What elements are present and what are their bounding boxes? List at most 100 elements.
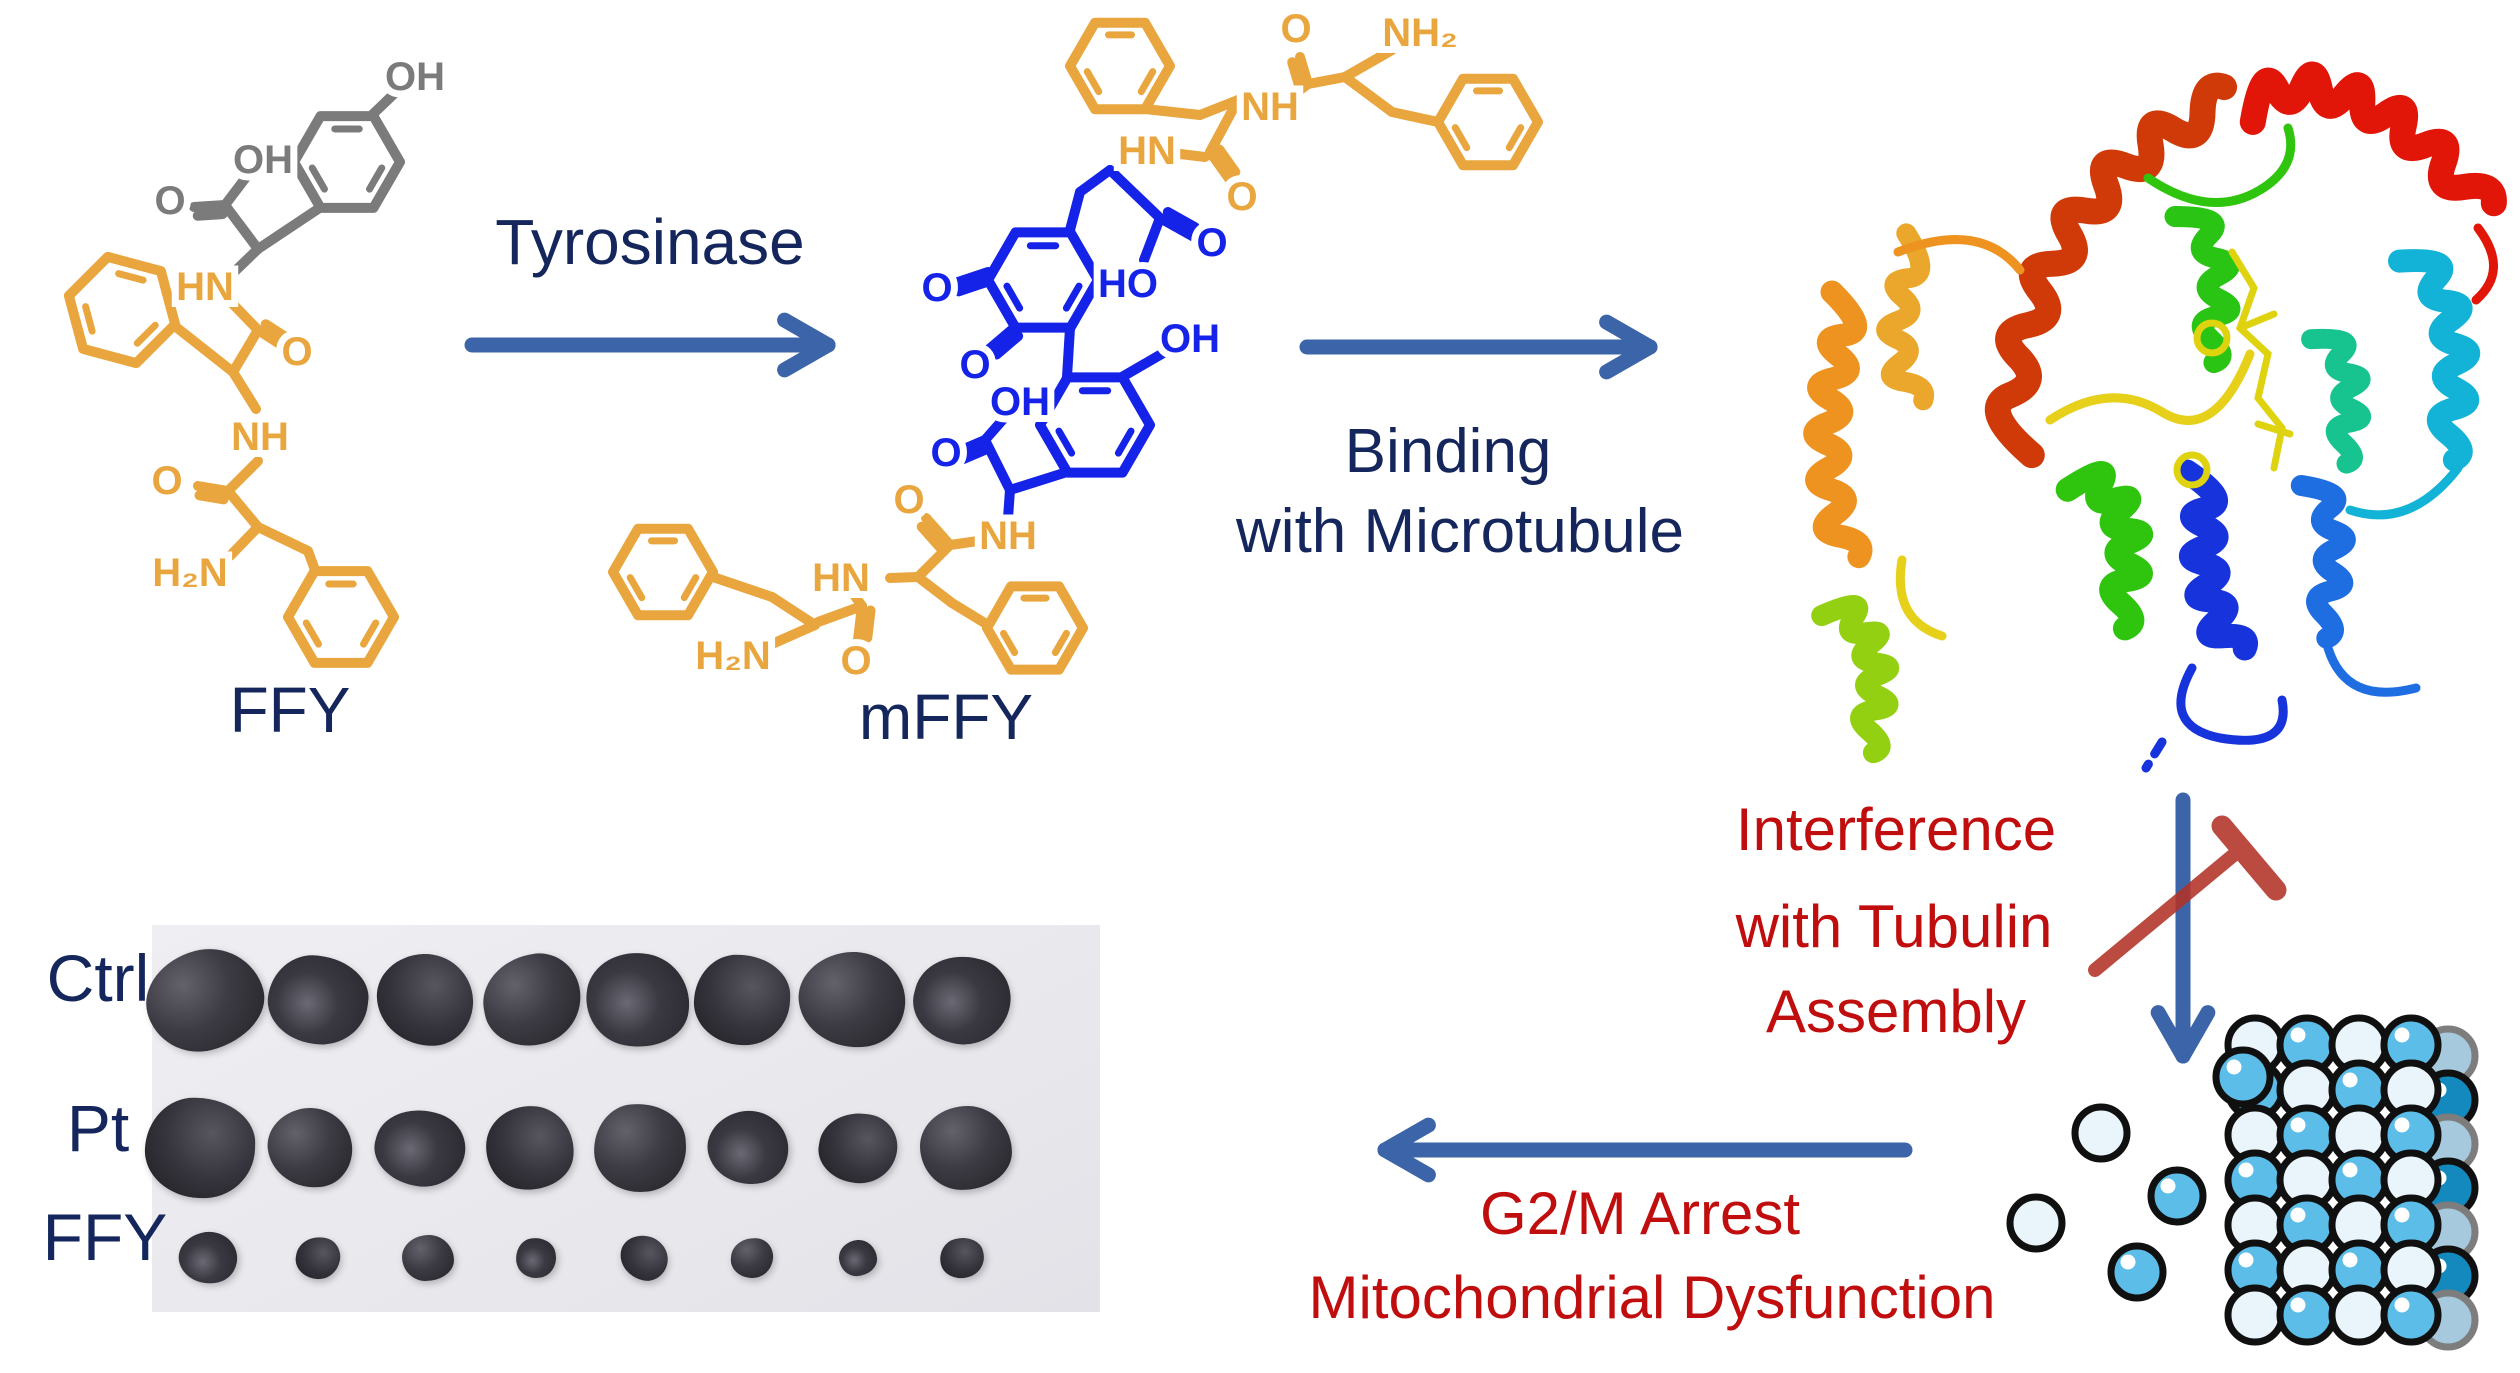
bond xyxy=(171,322,238,377)
tubulin-sphere xyxy=(2276,1284,2338,1346)
atom-label: O xyxy=(893,478,924,522)
ligand-sticks xyxy=(2228,248,2286,472)
loop-ribbon xyxy=(2045,349,2255,425)
alpha-helix-ribbon xyxy=(1803,280,1873,569)
bond xyxy=(680,574,700,602)
bond xyxy=(82,303,96,335)
atom-label: O xyxy=(959,343,990,387)
bond xyxy=(225,522,263,561)
atom-label: O xyxy=(151,459,182,503)
arrest-label-line2: Mitochondrial Dysfunction xyxy=(1308,1264,1996,1331)
microtubule-assembly xyxy=(2006,1014,2479,1351)
atom-label: O xyxy=(281,330,312,374)
photo-row-label-pt: Pt xyxy=(66,1091,130,1165)
interference-label-line1: Interference xyxy=(1735,796,2057,863)
bond xyxy=(1055,427,1076,457)
bond xyxy=(983,322,1020,355)
alpha-helix-ribbon xyxy=(2174,459,2258,661)
loop-ribbon xyxy=(2176,663,2288,745)
bond xyxy=(947,267,993,289)
bond xyxy=(913,572,957,608)
bond xyxy=(1140,104,1205,120)
bond xyxy=(194,490,229,505)
bond xyxy=(1062,323,1075,382)
bond xyxy=(228,367,261,414)
bond xyxy=(220,171,252,210)
ligand-ring xyxy=(2173,451,2211,489)
bond xyxy=(947,598,993,630)
bond xyxy=(1377,1142,1436,1183)
alpha-helix-ribbon xyxy=(2301,328,2372,474)
atom-label: O xyxy=(840,639,871,683)
alpha-helix-ribbon xyxy=(2388,249,2481,472)
sphere-highlight xyxy=(2238,1252,2254,1268)
photo-row-label-ffy: FFY xyxy=(42,1200,168,1274)
atom-label: HO xyxy=(1098,262,1158,306)
loop-ribbon xyxy=(2141,737,2167,773)
tumor-photo xyxy=(135,925,1100,1312)
bond xyxy=(1162,207,1200,233)
sphere-highlight xyxy=(2290,1207,2306,1223)
atom-label: HN xyxy=(176,265,234,309)
bond xyxy=(1214,144,1241,177)
interference-label-line2: with Tubulin xyxy=(1735,893,2053,960)
bond xyxy=(1205,95,1243,157)
bond xyxy=(223,456,263,496)
bond xyxy=(708,572,777,602)
sphere-highlight xyxy=(2120,1254,2136,1270)
sphere-highlight xyxy=(2290,1297,2306,1313)
ligand-ring xyxy=(2193,319,2231,357)
tubulin-down-arrow xyxy=(2150,792,2216,1064)
bond xyxy=(228,325,263,377)
bond xyxy=(767,592,820,630)
tyrosinase-arrow xyxy=(464,312,836,378)
bond xyxy=(1599,314,1658,355)
atom-label: OH xyxy=(1160,317,1220,361)
bond xyxy=(193,481,233,496)
tubulin-sphere xyxy=(2328,1284,2390,1346)
atom-label: O xyxy=(154,179,185,223)
atom-label: H₂N xyxy=(695,634,771,678)
tubulin-sphere xyxy=(2224,1284,2286,1346)
bond xyxy=(958,444,991,465)
bond xyxy=(952,435,990,457)
atom-label: O xyxy=(1226,175,1257,219)
bond xyxy=(253,522,313,556)
interference-label-line3: Assembly xyxy=(1765,978,2027,1045)
atom-label: NH xyxy=(1241,85,1299,129)
tubulin-sphere xyxy=(2071,1103,2131,1163)
bond xyxy=(885,572,923,583)
bond xyxy=(308,164,328,193)
alpha-helix-ribbon xyxy=(2290,475,2356,649)
ligand-sticks xyxy=(2236,310,2278,332)
loop-ribbon xyxy=(1893,235,2025,275)
bond xyxy=(1075,165,1115,197)
bond xyxy=(1003,282,1024,312)
sphere-highlight xyxy=(2226,1059,2242,1075)
arrest-left-arrow xyxy=(1377,1117,1913,1183)
atom-label: NH xyxy=(979,514,1037,558)
tubulin-sphere xyxy=(2006,1193,2066,1253)
sphere-highlight xyxy=(2394,1117,2410,1133)
loop-ribbon xyxy=(2345,463,2463,520)
bond xyxy=(853,601,867,645)
bond xyxy=(1451,124,1471,152)
bond xyxy=(626,574,646,602)
atom-label: NH₂ xyxy=(1382,11,1458,55)
alpha-helix-ribbon xyxy=(1811,595,1900,764)
binding-label-line1: Binding xyxy=(1344,417,1552,486)
arrest-label-line1: G2/M Arrest xyxy=(1479,1180,1801,1247)
atom-label: HN xyxy=(1118,129,1176,173)
bond xyxy=(223,294,263,335)
bond xyxy=(1117,347,1170,382)
bond xyxy=(303,546,320,575)
bond xyxy=(1387,107,1443,127)
bond xyxy=(1287,57,1304,89)
bond xyxy=(1000,629,1019,657)
atom-label: H₂N xyxy=(152,551,228,595)
bond xyxy=(1065,187,1085,235)
binding-label-line2: with Microtubule xyxy=(1236,497,1684,566)
atom-label: O xyxy=(930,431,961,475)
